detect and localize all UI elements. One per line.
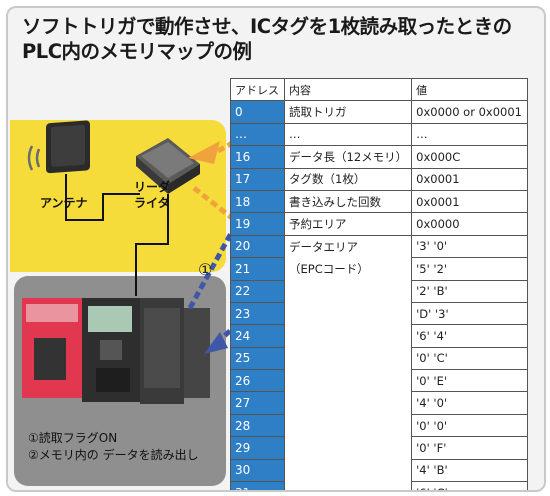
- table-row: 31 '6' 'C': [230, 481, 528, 490]
- reader-writer-icon: [136, 138, 200, 194]
- content-cell: [283, 347, 413, 370]
- plc-cable: [135, 194, 169, 296]
- plc-unit-icon: [22, 298, 210, 404]
- device-illustrations: [22, 108, 292, 404]
- legend-item-1: ①読取フラグON: [28, 431, 118, 445]
- value-cell: 'D' '3': [411, 301, 528, 326]
- header-content: 内容: [283, 77, 413, 102]
- content-cell: [283, 324, 413, 348]
- content-cell: …: [283, 122, 413, 147]
- content-cell: データエリア: [283, 234, 413, 258]
- address-cell: 18: [230, 189, 285, 214]
- value-cell: …: [411, 122, 528, 147]
- value-cell: 0x0001: [411, 167, 528, 191]
- content-cell: 読取トリガ: [283, 100, 413, 124]
- value-cell: '2' 'B': [411, 279, 528, 303]
- address-cell: …: [230, 122, 285, 147]
- table-row: 25 '0' 'C': [230, 346, 528, 371]
- address-cell: 16: [230, 145, 285, 169]
- address-cell: 30: [230, 458, 285, 483]
- value-cell: '4' '0': [411, 391, 528, 415]
- address-cell: 31: [230, 481, 285, 490]
- table-row: 21（EPCコード）'5' '2': [230, 257, 528, 281]
- address-cell: 26: [230, 369, 285, 393]
- content-cell: [283, 459, 413, 482]
- address-cell: 28: [230, 413, 285, 438]
- value-cell: '5' '2': [411, 257, 528, 281]
- content-cell: [283, 391, 413, 415]
- value-cell: '6' 'C': [411, 481, 528, 490]
- table-row: 26 '0' 'E': [230, 369, 528, 393]
- antenna-cable: [65, 174, 140, 221]
- address-cell: 23: [230, 301, 285, 326]
- content-cell: [283, 414, 413, 437]
- title-line-2: PLC内のメモリマップの例: [22, 40, 252, 63]
- address-cell: 17: [230, 167, 285, 191]
- content-cell: タグ数（1枚）: [283, 167, 413, 191]
- content-cell: [283, 369, 413, 392]
- address-cell: 21: [230, 257, 285, 281]
- value-cell: '0' 'C': [411, 346, 528, 371]
- table-header-row: アドレス 内容 値: [230, 77, 528, 102]
- table-row: 30 '4' 'B': [230, 458, 528, 483]
- diagram-title: ソフトトリガで動作させ、ICタグを1枚読み取ったときの PLC内のメモリマップの…: [22, 14, 542, 64]
- address-cell: 24: [230, 324, 285, 348]
- address-cell: 29: [230, 436, 285, 460]
- value-cell: '6' '4': [411, 324, 528, 348]
- table-row: 22 '2' 'B': [230, 279, 528, 303]
- content-cell: [283, 302, 413, 325]
- address-cell: 22: [230, 279, 285, 303]
- content-cell: （EPCコード）: [283, 257, 413, 281]
- table-row: 28 '0' '0': [230, 413, 528, 438]
- legend: ①読取フラグON ②メモリ内の データを読み出し: [28, 430, 199, 464]
- reader-label-1: リーダ: [134, 180, 171, 194]
- table-row: 27 '4' '0': [230, 391, 528, 415]
- header-value: 値: [411, 77, 528, 102]
- legend-item-2: ②メモリ内の データを読み出し: [28, 448, 199, 462]
- table-row: ………: [230, 122, 528, 147]
- table-row: 23 'D' '3': [230, 301, 528, 326]
- value-cell: 0x0001: [411, 189, 528, 214]
- content-cell: データ長（12メモリ）: [283, 145, 413, 169]
- marker-1: ①: [198, 260, 213, 279]
- table-row: 24 '6' '4': [230, 324, 528, 348]
- address-cell: 27: [230, 391, 285, 415]
- title-line-1: ソフトトリガで動作させ、ICタグを1枚読み取ったときの: [22, 15, 512, 38]
- content-cell: [283, 280, 413, 303]
- value-cell: 0x0000: [411, 212, 528, 236]
- header-address: アドレス: [230, 77, 285, 102]
- diagram-frame: ソフトトリガで動作させ、ICタグを1枚読み取ったときの PLC内のメモリマップの…: [6, 6, 546, 492]
- content-cell: 書き込みした回数: [283, 189, 413, 214]
- content-cell: [283, 481, 413, 490]
- address-cell: 0: [230, 100, 285, 124]
- value-cell: '0' '0': [411, 413, 528, 438]
- value-cell: '0' 'E': [411, 369, 528, 393]
- antenna-label: アンテナ: [40, 196, 88, 210]
- address-cell: 20: [230, 234, 285, 259]
- address-cell: 19: [230, 212, 285, 236]
- value-cell: 0x000C: [411, 145, 528, 169]
- value-cell: '3' '0': [411, 234, 528, 259]
- reader-label-2: ライタ: [134, 196, 170, 210]
- content-cell: 予約エリア: [283, 212, 413, 236]
- content-cell: [283, 436, 413, 460]
- antenna-icon: [27, 120, 90, 174]
- value-cell: 0x0000 or 0x0001: [411, 100, 528, 124]
- address-cell: 25: [230, 346, 285, 371]
- value-cell: '4' 'B': [411, 458, 528, 483]
- table-row: 29 '0' 'F': [230, 436, 528, 460]
- value-cell: '0' 'F': [411, 436, 528, 460]
